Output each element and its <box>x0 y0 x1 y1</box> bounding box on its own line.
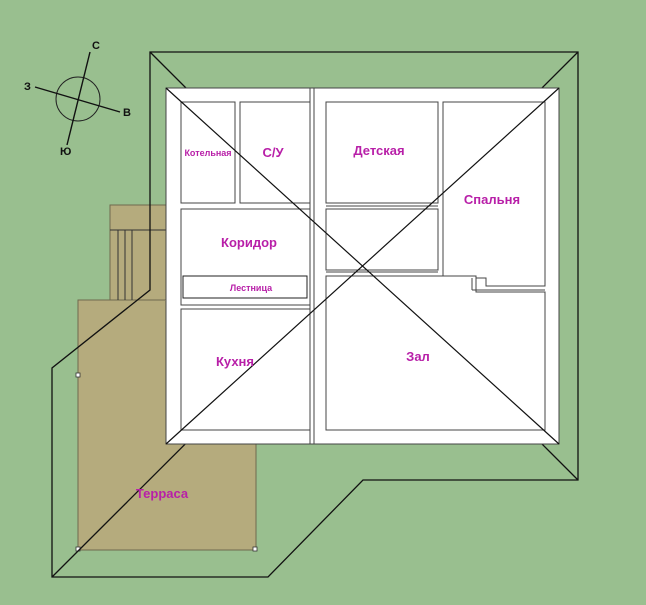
label-kids-room: Детская <box>353 143 404 158</box>
compass-east: В <box>123 107 131 119</box>
label-bedroom: Спальня <box>464 192 520 207</box>
room-boiler <box>180 101 236 204</box>
label-stairs: Лестница <box>230 283 273 293</box>
room-closet <box>325 208 439 271</box>
compass-rose-icon: С Ю З В <box>24 40 131 158</box>
label-kitchen: Кухня <box>216 354 254 369</box>
room-labels: Котельная С/У Детская Спальня Коридор Ле… <box>136 143 520 501</box>
room-hall <box>325 275 546 431</box>
compass-north: С <box>92 40 100 52</box>
roof-diagonals <box>165 87 560 445</box>
label-corridor: Коридор <box>221 235 277 250</box>
label-boiler-room: Котельная <box>184 148 231 158</box>
stairs-box <box>182 275 308 299</box>
room-kids <box>325 101 439 204</box>
compass-south: Ю <box>60 146 71 158</box>
label-terrace: Терраса <box>136 486 189 501</box>
label-hall: Зал <box>406 349 430 364</box>
compass-west: З <box>24 81 31 93</box>
label-bathroom: С/У <box>262 145 284 160</box>
room-kitchen <box>180 308 311 431</box>
